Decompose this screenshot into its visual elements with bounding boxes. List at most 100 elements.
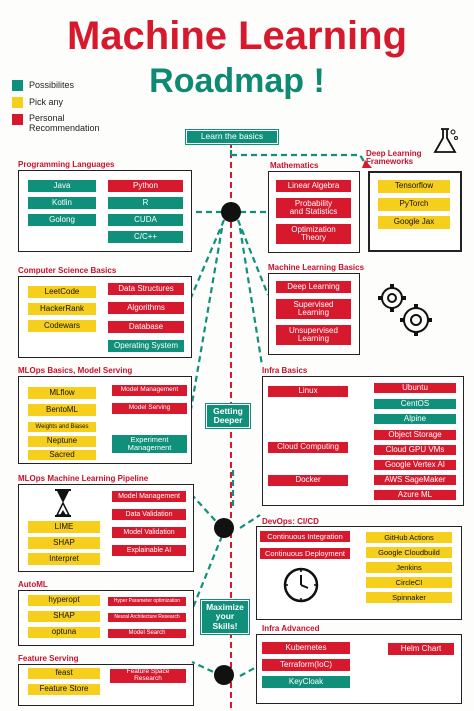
section-title-infra: Infra Basics bbox=[262, 366, 308, 375]
item-cloudbuild: Google Cloudbuild bbox=[366, 547, 452, 558]
item-model-serving: Model Serving bbox=[112, 403, 187, 414]
item-weights-biases: Weights and Biases bbox=[28, 422, 96, 432]
legend-item-possibilities: Possibilites bbox=[12, 80, 74, 91]
legend-label: Pick any bbox=[29, 97, 64, 107]
item-ci: Continuous Integration bbox=[260, 531, 350, 542]
stage-learn-basics: Learn the basics bbox=[185, 129, 279, 145]
item-feast: feast bbox=[28, 668, 100, 679]
item-hyperparam-opt: Hyper Parameter optimization bbox=[108, 597, 186, 606]
item-optuna: optuna bbox=[28, 627, 100, 638]
item-neptune: Neptune bbox=[28, 436, 96, 447]
item-tensorflow: Tensorflow bbox=[378, 180, 450, 193]
item-keycloak: KeyCloak bbox=[262, 676, 350, 688]
item-model-validation: Model Validation bbox=[112, 527, 186, 538]
item-r: R bbox=[108, 197, 183, 209]
item-automl-shap: SHAP bbox=[28, 611, 100, 622]
item-feature-store: Feature Store bbox=[28, 684, 100, 695]
item-feature-space-research: Feature Space Research bbox=[110, 669, 186, 683]
item-experiment-management: Experiment Management bbox=[112, 435, 187, 453]
item-pipeline-model-management: Model Management bbox=[112, 491, 186, 502]
item-explainable-ai: Explainable AI bbox=[112, 545, 186, 556]
legend-swatch-yellow bbox=[12, 97, 23, 108]
item-data-structures: Data Structures bbox=[108, 283, 184, 295]
item-lime: LIME bbox=[28, 521, 100, 533]
item-github-actions: GitHub Actions bbox=[366, 532, 452, 543]
item-model-search: Model Search bbox=[108, 629, 186, 638]
legend-label: Possibilites bbox=[29, 80, 75, 90]
section-title-feature-serving: Feature Serving bbox=[18, 654, 79, 663]
item-jenkins: Jenkins bbox=[366, 562, 452, 573]
item-vertex-ai: Google Vertex AI bbox=[374, 460, 456, 470]
section-title-math: Mathematics bbox=[270, 161, 319, 170]
item-docker: Docker bbox=[268, 475, 348, 486]
item-linux: Linux bbox=[268, 386, 348, 397]
item-cloud-computing: Cloud Computing bbox=[268, 442, 348, 453]
item-cd: Continuous Deployment bbox=[260, 548, 350, 559]
item-supervised: Supervised Learning bbox=[276, 299, 351, 319]
legend-item-pick-any: Pick any bbox=[12, 97, 63, 108]
item-cloud-gpu: Cloud GPU VMs bbox=[374, 445, 456, 455]
item-sagemaker: AWS SageMaker bbox=[374, 475, 456, 485]
item-cpp: C/C++ bbox=[108, 231, 183, 243]
item-sacred: Sacred bbox=[28, 450, 96, 460]
item-unsupervised: Unsupervised Learning bbox=[276, 325, 351, 345]
item-cuda: CUDA bbox=[108, 214, 183, 226]
stage-getting-deeper: Getting Deeper bbox=[205, 403, 251, 429]
hourglass-icon bbox=[55, 489, 71, 517]
section-title-devops: DevOps: CI/CD bbox=[262, 517, 319, 526]
item-pytorch: PyTorch bbox=[378, 198, 450, 211]
item-helm-chart: Helm Chart bbox=[388, 643, 454, 655]
item-optimization: Optimization Theory bbox=[276, 224, 351, 244]
item-object-storage: Object Storage bbox=[374, 430, 456, 440]
legend-swatch-red bbox=[12, 114, 23, 125]
item-linear-algebra: Linear Algebra bbox=[276, 180, 351, 192]
item-bentoml: BentoML bbox=[28, 404, 96, 416]
section-title-programming: Programming Languages bbox=[18, 160, 115, 169]
item-interpret: Interpret bbox=[28, 553, 100, 565]
item-hackerrank: HackerRank bbox=[28, 303, 96, 315]
legend-swatch-green bbox=[12, 80, 23, 91]
item-probability: Probability and Statistics bbox=[276, 198, 351, 218]
legend-label: Personal Recommendation bbox=[29, 113, 100, 133]
item-algorithms: Algorithms bbox=[108, 302, 184, 314]
item-hyperopt: hyperopt bbox=[28, 595, 100, 606]
item-kubernetes: Kubernetes bbox=[262, 642, 350, 654]
page-title: Machine Learning bbox=[66, 14, 408, 58]
item-terraform: Terraform(IoC) bbox=[262, 659, 350, 671]
clock-icon bbox=[283, 567, 319, 603]
legend-item-recommendation: Personal Recommendation bbox=[12, 113, 100, 134]
item-circleci: CircleCI bbox=[366, 577, 452, 588]
item-operating-system: Operating System bbox=[108, 340, 184, 352]
item-deep-learning: Deep Learning bbox=[276, 281, 351, 293]
node-dot bbox=[221, 202, 241, 222]
section-title-mlops: MLOps Basics, Model Serving bbox=[18, 366, 133, 375]
item-nas: Neural Architecture Research bbox=[108, 613, 186, 622]
item-mlflow: MLflow bbox=[28, 387, 96, 399]
item-golong: Golong bbox=[28, 214, 96, 226]
item-database: Database bbox=[108, 321, 184, 333]
item-spinnaker: Spinnaker bbox=[366, 592, 452, 603]
item-python: Python bbox=[108, 180, 183, 192]
item-codewars: Codewars bbox=[28, 320, 96, 332]
item-kotlin: Kotlin bbox=[28, 197, 96, 209]
item-google-jax: Google Jax bbox=[378, 216, 450, 229]
item-shap: SHAP bbox=[28, 537, 100, 549]
item-azure-ml: Azure ML bbox=[374, 490, 456, 500]
item-model-management: Model Management bbox=[112, 385, 187, 396]
item-data-validation: Data Validation bbox=[112, 509, 186, 520]
section-title-ml-basics: Machine Learning Basics bbox=[268, 263, 365, 272]
item-ubuntu: Ubuntu bbox=[374, 383, 456, 393]
gears-icon bbox=[378, 284, 432, 336]
stage-maximize: Maximize your Skills! bbox=[200, 599, 250, 635]
section-title-pipeline: MLOps Machine Learning Pipeline bbox=[18, 474, 149, 483]
section-title-infra-advanced: Infra Advanced bbox=[262, 624, 320, 633]
flask-icon bbox=[433, 128, 458, 153]
section-title-automl: AutoML bbox=[18, 580, 48, 589]
item-centos: CentOS bbox=[374, 399, 456, 409]
node-dot bbox=[214, 665, 234, 685]
item-java: Java bbox=[28, 180, 96, 192]
node-dot bbox=[214, 518, 234, 538]
section-title-cs-basics: Computer Science Basics bbox=[18, 266, 117, 275]
item-leetcode: LeetCode bbox=[28, 286, 96, 298]
